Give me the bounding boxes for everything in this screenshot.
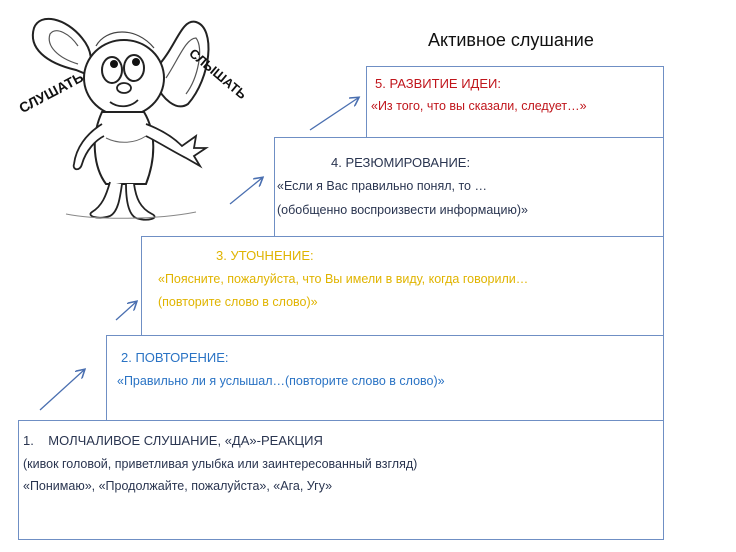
- step-3-line-2: (повторите слово в слово)»: [158, 295, 318, 309]
- step-4-line-2: (обобщенно воспроизвести информацию)»: [277, 203, 528, 217]
- step-1-line-2: «Понимаю», «Продолжайте, пожалуйста», «А…: [23, 479, 333, 493]
- step-4-line-1: «Если я Вас правильно понял, то …: [277, 179, 487, 193]
- step-2-heading: 2. ПОВТОРЕНИЕ:: [121, 350, 229, 365]
- arrow-step1-to-step2: [39, 370, 84, 411]
- step-4-heading: 4. РЕЗЮМИРОВАНИЕ:: [331, 155, 471, 170]
- step-2-repetition: 2. ПОВТОРЕНИЕ: «Правильно ли я услышал…(…: [106, 335, 664, 421]
- step-4-summarizing: 4. РЕЗЮМИРОВАНИЕ: «Если я Вас правильно …: [274, 137, 664, 237]
- step-1-line-1: (кивок головой, приветливая улыбка или з…: [23, 457, 418, 471]
- step-5-idea-development: 5. РАЗВИТИЕ ИДЕИ: «Из того, что вы сказа…: [366, 66, 664, 138]
- arrow-step2-to-step3: [115, 302, 136, 321]
- step-3-clarification: 3. УТОЧНЕНИЕ: «Поясните, пожалуйста, что…: [141, 236, 664, 336]
- step-5-heading: 5. РАЗВИТИЕ ИДЕИ:: [375, 76, 501, 91]
- step-3-line-1: «Поясните, пожалуйста, что Вы имели в ви…: [158, 272, 529, 286]
- arrow-step4-to-step5: [309, 98, 358, 131]
- listening-creature-illustration: СЛУШАТЬ СЛЫШАТЬ: [16, 18, 246, 221]
- step-5-line-1: «Из того, что вы сказали, следует…»: [371, 99, 587, 113]
- step-2-line-1: «Правильно ли я услышал…(повторите слово…: [117, 374, 445, 388]
- step-1-silent-listening: 1. МОЛЧАЛИВОЕ СЛУШАНИЕ, «ДА»-РЕАКЦИЯ (ки…: [18, 420, 664, 540]
- page-title: Активное слушание: [428, 30, 594, 50]
- right-ear-icon: [155, 20, 210, 108]
- step-1-heading: 1. МОЛЧАЛИВОЕ СЛУШАНИЕ, «ДА»-РЕАКЦИЯ: [23, 433, 323, 448]
- step-3-heading: 3. УТОЧНЕНИЕ:: [216, 248, 314, 263]
- arrow-step3-to-step4: [229, 178, 262, 205]
